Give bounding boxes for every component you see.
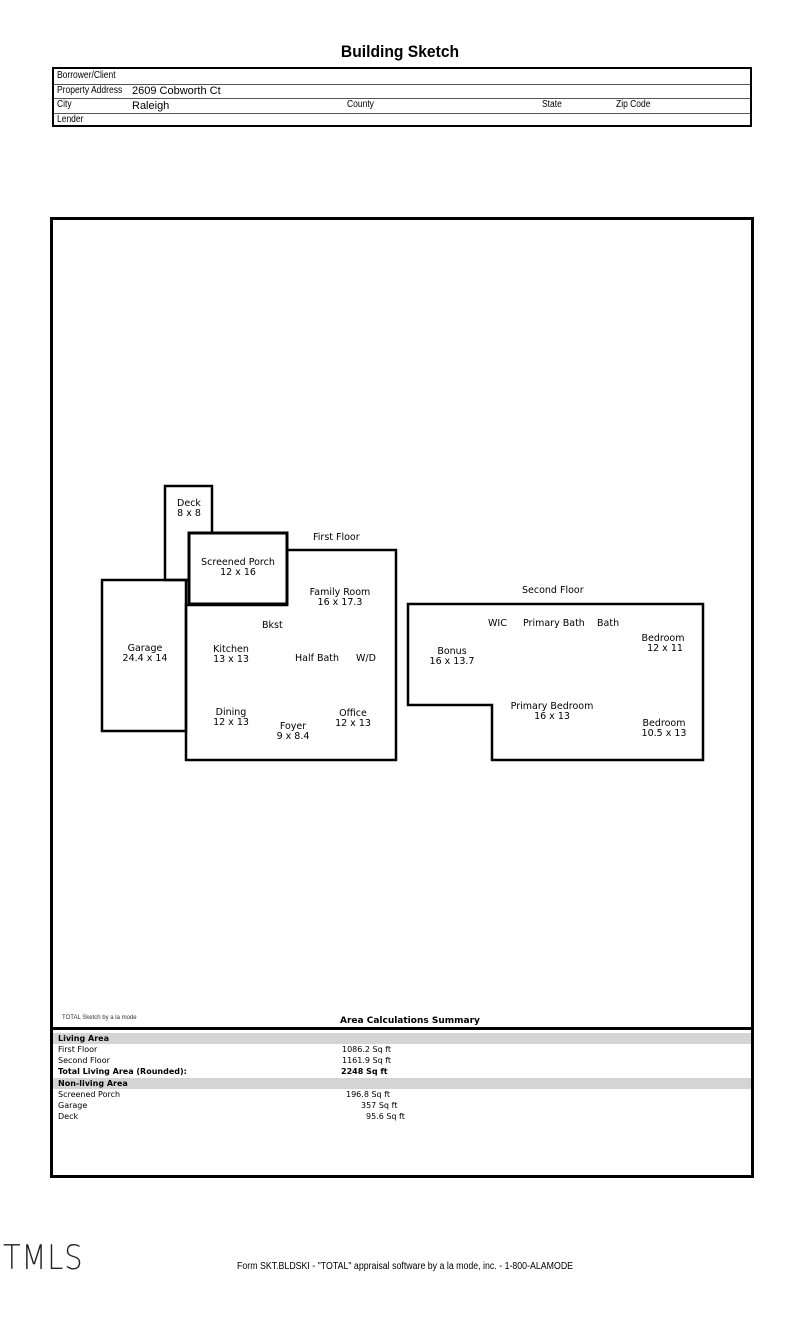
address-row: Property Address 2609 Cobworth Ct [54, 84, 750, 99]
row-label: Screened Porch [58, 1090, 121, 1099]
deck-room: Deck 8 x 8 [168, 499, 210, 519]
half-bath-room: Half Bath [295, 653, 340, 664]
office-room: Office 12 x 13 [323, 709, 383, 729]
living-area-header: Living Area [53, 1033, 751, 1044]
nonliving-area-header: Non-living Area [53, 1078, 751, 1089]
room-dims: 12 x 11 [647, 643, 683, 654]
summary-row: First Floor 1086.2 Sq ft [53, 1044, 751, 1055]
row-value: 1161.9 Sq ft [342, 1056, 392, 1065]
address-value: 2609 Cobworth Ct [132, 84, 221, 97]
section-label: Non-living Area [58, 1079, 128, 1088]
city-value: Raleigh [132, 100, 170, 112]
room-dims: 8 x 8 [177, 508, 201, 519]
row-value: 196.8 Sq ft [346, 1090, 390, 1099]
room-name: Garage [127, 643, 163, 654]
room-name: Foyer [279, 721, 307, 732]
kitchen-room: Kitchen 13 x 13 [201, 645, 261, 665]
room-dims: 16 x 13.7 [429, 656, 475, 667]
foyer-room: Foyer 9 x 8.4 [263, 722, 323, 742]
property-info-table: Borrower/Client Property Address 2609 Co… [52, 67, 752, 127]
room-dims: 12 x 16 [220, 567, 256, 578]
total-living-row: Total Living Area (Rounded): 2248 Sq ft [53, 1066, 751, 1077]
screened-porch-outline [187, 531, 289, 606]
room-dims: 16 x 17.3 [317, 597, 363, 608]
summary-row: Garage 357 Sq ft [53, 1100, 751, 1111]
summary-title: Area Calculations Summary [340, 1016, 480, 1026]
summary-row: Second Floor 1161.9 Sq ft [53, 1055, 751, 1066]
row-label: Total Living Area (Rounded): [58, 1067, 187, 1076]
room-name: Office [339, 708, 367, 719]
lender-row: Lender [54, 113, 750, 128]
room-name: Bonus [437, 646, 467, 657]
garage-room: Garage 24.4 x 14 [105, 644, 185, 664]
room-dims: 10.5 x 13 [641, 728, 687, 739]
room-name: Kitchen [213, 644, 249, 655]
summary-row: Deck 95.6 Sq ft [53, 1111, 751, 1122]
room-name: Dining [215, 707, 247, 718]
row-value: 95.6 Sq ft [366, 1112, 405, 1121]
room-dims: 24.4 x 14 [122, 653, 168, 664]
room-dims: 13 x 13 [213, 654, 249, 665]
form-footer: Form SKT.BLDSKI - "TOTAL" appraisal soft… [237, 1261, 574, 1272]
room-name: Family Room [309, 587, 371, 598]
row-value: 1086.2 Sq ft [342, 1045, 392, 1054]
room-name: Bedroom [641, 633, 685, 644]
borrower-row: Borrower/Client [54, 69, 750, 85]
bkst-room: Bkst [262, 620, 283, 631]
room-name: Bedroom [642, 718, 686, 729]
wic-room: WIC [488, 618, 507, 629]
row-value: 2248 Sq ft [341, 1067, 388, 1076]
room-name: Primary Bedroom [510, 701, 594, 712]
sketch-credit: TOTAL Sketch by a la mode [62, 1015, 137, 1021]
bedroom-2-room: Bedroom 10.5 x 13 [636, 719, 692, 739]
bath-room: Bath [597, 618, 620, 629]
section-label: Living Area [58, 1034, 109, 1043]
row-label: First Floor [58, 1045, 98, 1054]
room-dims: 12 x 13 [213, 717, 249, 728]
room-dims: 16 x 13 [534, 711, 570, 722]
room-dims: 12 x 13 [335, 718, 371, 729]
family-room: Family Room 16 x 17.3 [300, 588, 380, 608]
summary-divider [50, 1027, 754, 1030]
borrower-label: Borrower/Client [57, 70, 116, 81]
row-label: Second Floor [58, 1056, 110, 1065]
row-label: Deck [58, 1112, 79, 1121]
summary-row: Screened Porch 196.8 Sq ft [53, 1089, 751, 1100]
zip-label: Zip Code [616, 99, 651, 110]
primary-bath-room: Primary Bath [523, 618, 585, 629]
room-dims: 9 x 8.4 [276, 731, 310, 742]
wd-room: W/D [356, 653, 376, 664]
row-label: Garage [58, 1101, 88, 1110]
room-name: Deck [177, 498, 201, 509]
first-floor-label: First Floor [313, 532, 360, 543]
county-label: County [347, 99, 374, 110]
sketch-frame [50, 217, 754, 1178]
bedroom-1-room: Bedroom 12 x 11 [635, 634, 691, 654]
state-label: State [542, 99, 562, 110]
screened-porch-room: Screened Porch 12 x 16 [190, 558, 286, 578]
second-floor-label: Second Floor [522, 585, 584, 596]
dining-room: Dining 12 x 13 [201, 708, 261, 728]
tmls-logo: TMLS [3, 1238, 84, 1278]
city-row: City Raleigh County State Zip Code [54, 98, 750, 114]
address-label: Property Address [57, 84, 123, 96]
bonus-room: Bonus 16 x 13.7 [422, 647, 482, 667]
room-name: Screened Porch [201, 557, 275, 568]
primary-bedroom-room: Primary Bedroom 16 x 13 [506, 702, 598, 722]
row-value: 357 Sq ft [361, 1101, 398, 1110]
page-title: Building Sketch [340, 42, 460, 61]
lender-label: Lender [57, 113, 84, 125]
city-label: City [57, 99, 72, 110]
second-floor-outline [406, 602, 705, 762]
